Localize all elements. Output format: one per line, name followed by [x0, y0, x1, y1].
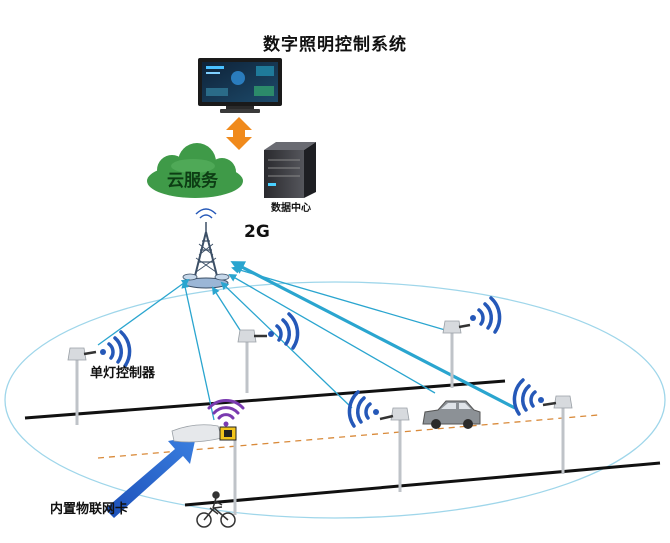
tower-icon: [182, 222, 230, 289]
sim-arrow-icon: [105, 436, 196, 518]
page-title: 数字照明控制系统: [263, 35, 407, 55]
sim-label: 内置物联网卡: [50, 502, 129, 517]
cyclist-icon: [196, 491, 236, 528]
street-lamp-icon: [67, 320, 573, 515]
cloud-service-label: 云服务: [167, 171, 218, 191]
coverage-ellipse: [4, 281, 666, 519]
wifi-signal-icon: [207, 398, 245, 427]
wifi-signal-icon: [195, 208, 217, 219]
wifi-signal-icon: [100, 296, 544, 428]
monitor-icon: [198, 58, 282, 113]
controller-label: 单灯控制器: [90, 366, 156, 381]
sync-arrow-icon: [226, 117, 252, 150]
road-center-dash: [97, 414, 599, 459]
datacenter-label: 数据中心: [271, 203, 311, 214]
uplink-arrows: [97, 261, 516, 421]
road-lower-line: [184, 461, 661, 507]
cloud-icon: [147, 143, 243, 198]
car-icon: [422, 400, 481, 429]
server-icon: [264, 142, 316, 198]
network-label: 2G: [244, 222, 270, 242]
